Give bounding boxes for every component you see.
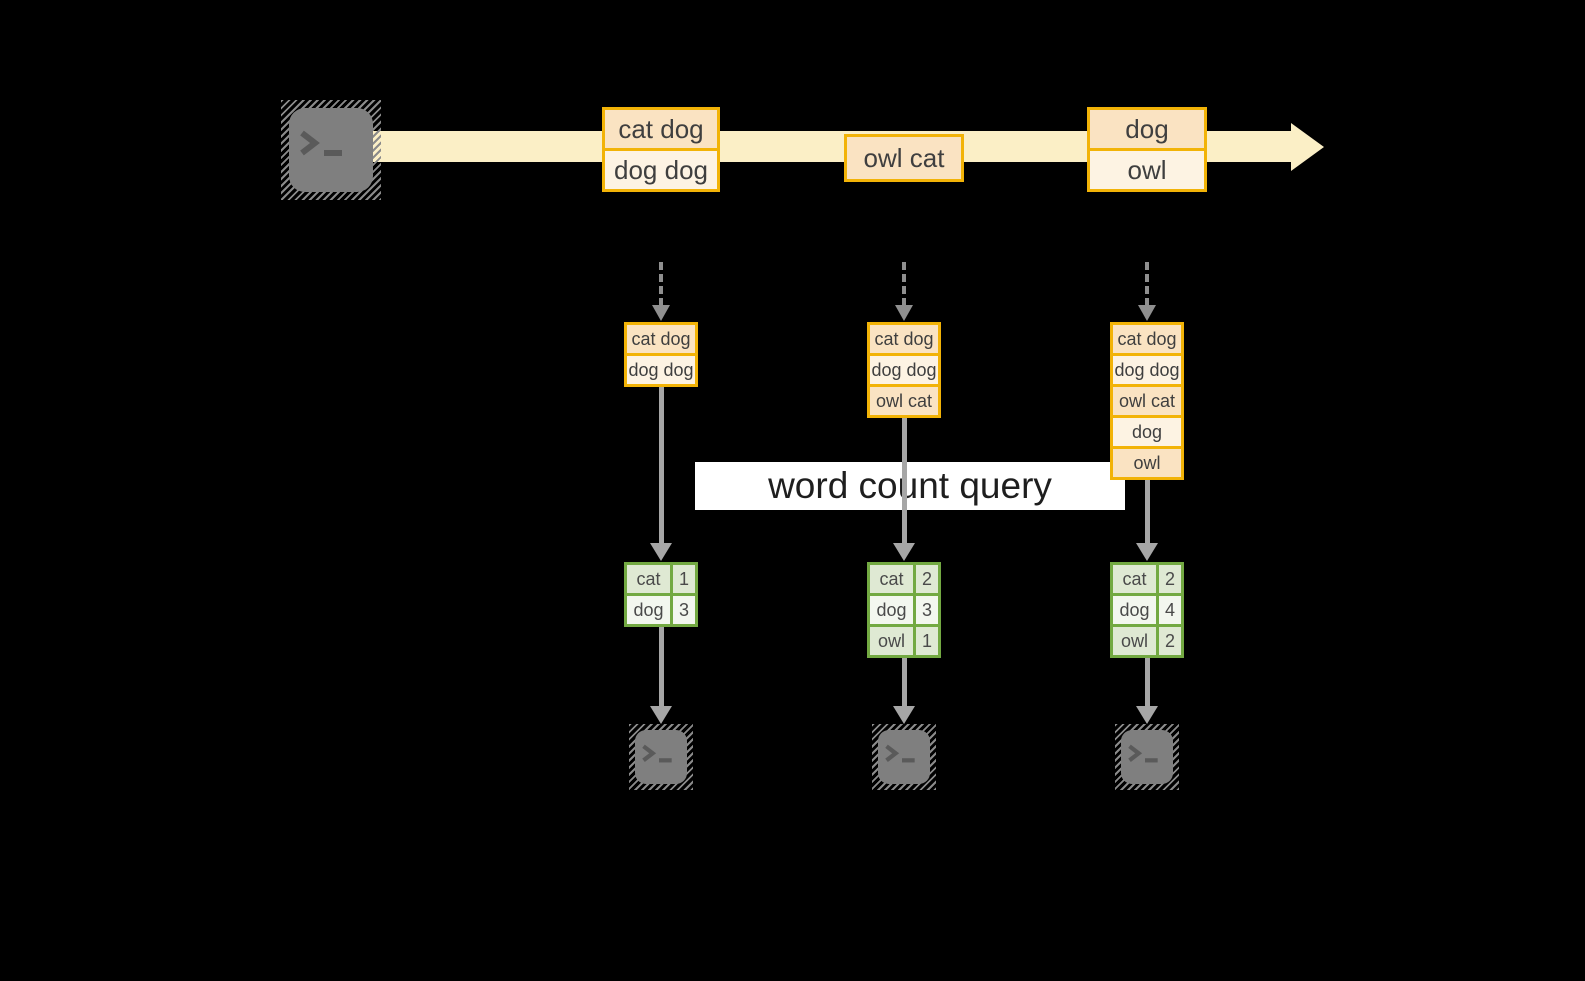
count-row: dog 4 bbox=[1113, 596, 1181, 624]
count-row: cat 2 bbox=[1113, 565, 1181, 593]
arrow-shaft bbox=[1145, 262, 1149, 306]
sink-terminal-icon bbox=[872, 724, 936, 790]
buffer-row: dog dog bbox=[627, 356, 695, 384]
terminal-prompt-icon bbox=[300, 130, 342, 156]
arrow-shaft bbox=[1145, 658, 1150, 707]
word-cell: dog bbox=[1113, 596, 1156, 624]
stream-record: cat dog bbox=[605, 110, 717, 148]
arrow-head-icon bbox=[652, 305, 670, 321]
terminal-body bbox=[878, 730, 930, 784]
arrow-shaft bbox=[1145, 480, 1150, 544]
value-cell: 2 bbox=[916, 565, 938, 593]
state-buffer-table: cat dog dog dog owl cat bbox=[867, 322, 941, 418]
stream-arrowhead-icon bbox=[1291, 123, 1324, 171]
buffer-row: dog dog bbox=[870, 356, 938, 384]
stream-batch: cat dog dog dog bbox=[602, 107, 720, 192]
arrow-shaft bbox=[659, 387, 664, 544]
arrow-head-icon bbox=[650, 706, 672, 724]
arrow-shaft bbox=[659, 262, 663, 306]
buffer-row: cat dog bbox=[627, 325, 695, 353]
query-banner: word count query bbox=[695, 462, 1125, 510]
buffer-row: dog dog bbox=[1113, 356, 1181, 384]
terminal-body bbox=[1121, 730, 1173, 784]
stream-record: owl cat bbox=[847, 137, 961, 179]
buffer-row: owl cat bbox=[1113, 387, 1181, 415]
arrow-shaft bbox=[902, 262, 906, 306]
value-cell: 1 bbox=[673, 565, 695, 593]
word-cell: cat bbox=[1113, 565, 1156, 593]
word-cell: cat bbox=[870, 565, 913, 593]
state-buffer-table: cat dog dog dog bbox=[624, 322, 698, 387]
word-cell: dog bbox=[627, 596, 670, 624]
arrow-shaft bbox=[902, 658, 907, 707]
arrow-head-icon bbox=[1136, 543, 1158, 561]
count-row: dog 3 bbox=[627, 596, 695, 624]
arrow-shaft bbox=[659, 627, 664, 707]
buffer-row: cat dog bbox=[870, 325, 938, 353]
source-terminal-icon bbox=[281, 100, 381, 200]
value-cell: 3 bbox=[673, 596, 695, 624]
terminal-prompt-icon bbox=[642, 744, 672, 763]
word-cell: dog bbox=[870, 596, 913, 624]
buffer-row: owl cat bbox=[870, 387, 938, 415]
terminal-body bbox=[289, 108, 373, 192]
arrow-head-icon bbox=[895, 305, 913, 321]
value-cell: 2 bbox=[1159, 627, 1181, 655]
value-cell: 4 bbox=[1159, 596, 1181, 624]
arrow-shaft bbox=[902, 418, 907, 544]
buffer-row: dog bbox=[1113, 418, 1181, 446]
arrow-head-icon bbox=[893, 543, 915, 561]
terminal-prompt-icon bbox=[1128, 744, 1158, 763]
word-cell: owl bbox=[1113, 627, 1156, 655]
word-cell: cat bbox=[627, 565, 670, 593]
count-table: cat 2 dog 4 owl 2 bbox=[1110, 562, 1184, 658]
count-table: cat 1 dog 3 bbox=[624, 562, 698, 627]
arrow-head-icon bbox=[650, 543, 672, 561]
value-cell: 2 bbox=[1159, 565, 1181, 593]
word-cell: owl bbox=[870, 627, 913, 655]
sink-terminal-icon bbox=[629, 724, 693, 790]
terminal-prompt-icon bbox=[885, 744, 915, 763]
query-banner-label: word count query bbox=[768, 465, 1052, 506]
buffer-row: cat dog bbox=[1113, 325, 1181, 353]
terminal-body bbox=[635, 730, 687, 784]
count-table: cat 2 dog 3 owl 1 bbox=[867, 562, 941, 658]
count-row: owl 2 bbox=[1113, 627, 1181, 655]
stream-record: dog dog bbox=[605, 151, 717, 189]
stream-batch: dog owl bbox=[1087, 107, 1207, 192]
arrow-head-icon bbox=[1136, 706, 1158, 724]
count-row: cat 2 bbox=[870, 565, 938, 593]
sink-terminal-icon bbox=[1115, 724, 1179, 790]
stream-batch: owl cat bbox=[844, 134, 964, 182]
count-row: cat 1 bbox=[627, 565, 695, 593]
buffer-row: owl bbox=[1113, 449, 1181, 477]
arrow-head-icon bbox=[893, 706, 915, 724]
arrow-head-icon bbox=[1138, 305, 1156, 321]
count-row: dog 3 bbox=[870, 596, 938, 624]
state-buffer-table: cat dog dog dog owl cat dog owl bbox=[1110, 322, 1184, 480]
value-cell: 3 bbox=[916, 596, 938, 624]
count-row: owl 1 bbox=[870, 627, 938, 655]
value-cell: 1 bbox=[916, 627, 938, 655]
stream-record: owl bbox=[1090, 151, 1204, 189]
stream-record: dog bbox=[1090, 110, 1204, 148]
